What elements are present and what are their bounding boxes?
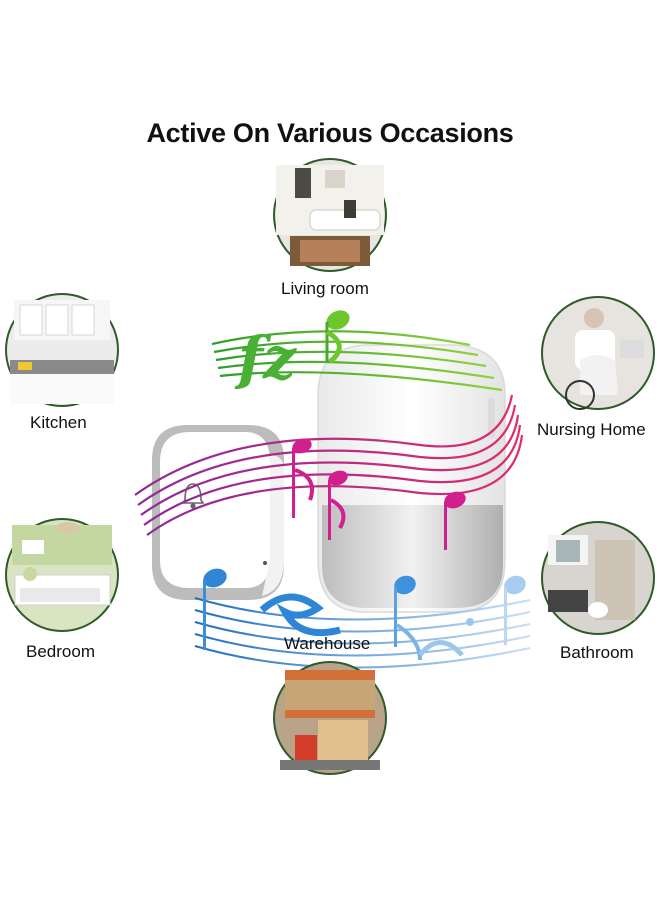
warehouse-label: Warehouse xyxy=(284,634,371,653)
bathroom-label: Bathroom xyxy=(560,643,634,662)
bedroom-label: Bedroom xyxy=(26,642,95,661)
warehouse-photo xyxy=(273,661,387,775)
kitchen-label: Kitchen xyxy=(30,413,87,432)
bedroom-photo xyxy=(5,518,119,632)
blue-note-icon xyxy=(203,568,526,661)
magenta-note-icon xyxy=(292,438,466,550)
living-room-photo xyxy=(273,158,387,272)
nursing-home-photo xyxy=(541,296,655,410)
bell-icon xyxy=(181,483,205,509)
kitchen-photo xyxy=(5,293,119,407)
page-title: Active On Various Occasions xyxy=(146,118,514,148)
magenta-music-staff xyxy=(134,394,524,536)
green-note-icon xyxy=(325,310,350,364)
nursing-home-label: Nursing Home xyxy=(537,420,646,439)
bathroom-photo xyxy=(541,521,655,635)
living-room-label: Living room xyxy=(281,279,369,298)
forte-symbol: fz xyxy=(234,324,297,392)
doorbell-receiver xyxy=(317,344,506,613)
